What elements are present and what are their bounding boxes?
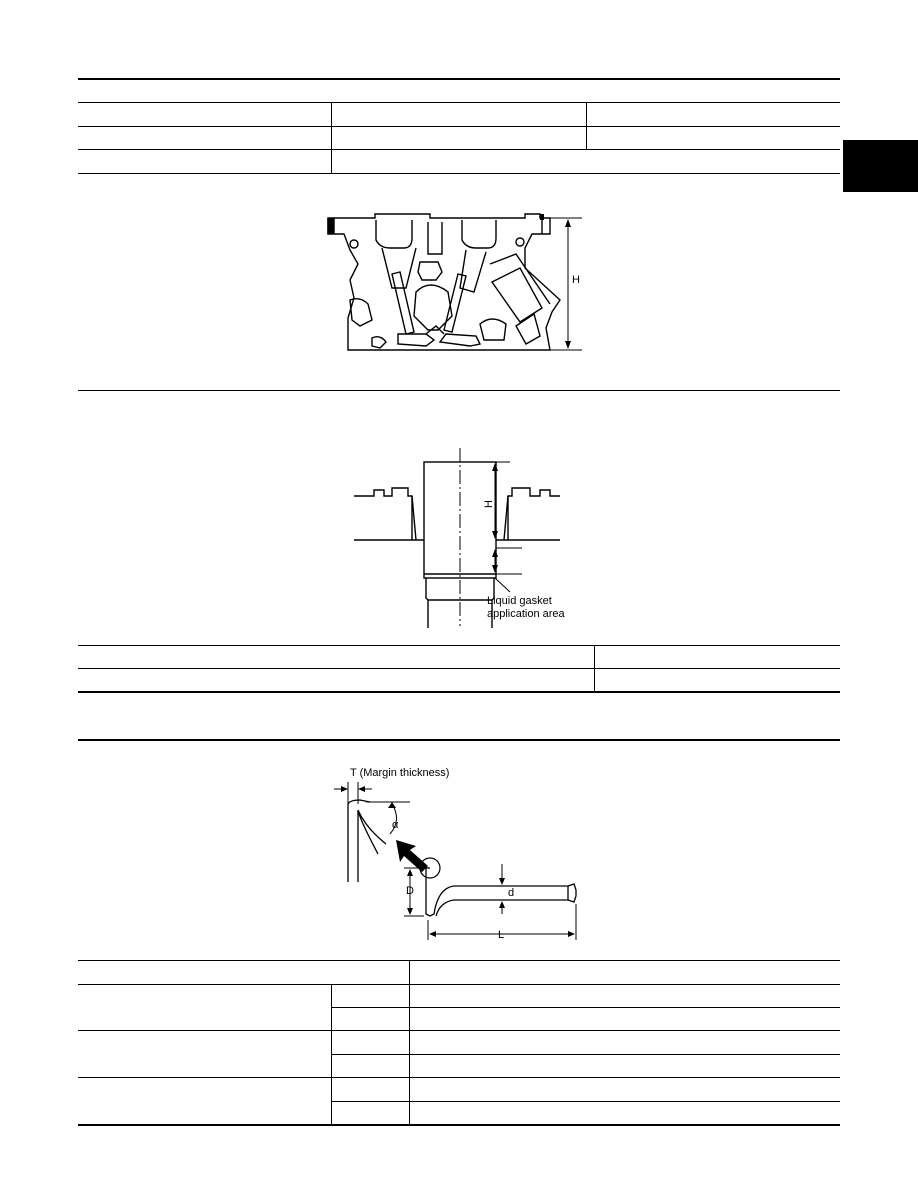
- valve-dimensions-figure: T (Margin thickness) α D: [334, 767, 577, 941]
- section-rule: [78, 739, 840, 741]
- table-rule: [78, 691, 840, 693]
- table-col-divider: [594, 645, 595, 692]
- table-rule: [78, 173, 840, 174]
- table-col-divider: [331, 984, 332, 1125]
- liquid-gasket-note: Liquid gasket application area: [487, 595, 565, 621]
- table-col-divider: [409, 960, 410, 1125]
- section-rule: [78, 390, 840, 391]
- section-index-tab[interactable]: [843, 140, 918, 192]
- table-rule: [78, 102, 840, 103]
- note-line-2: application area: [487, 608, 565, 620]
- D-label: D: [406, 885, 414, 897]
- margin-thickness-label: T (Margin thickness): [350, 767, 449, 779]
- table-rule: [78, 149, 840, 150]
- cylinder-block-section-figure: H: [327, 213, 582, 351]
- table-rule: [78, 78, 840, 80]
- table-rule: [78, 1124, 840, 1126]
- cylinder-liner-figure: H: [354, 448, 560, 628]
- alpha-label: α: [392, 819, 399, 831]
- table-rule: [78, 984, 840, 985]
- fig2-dim-label: H: [483, 500, 495, 508]
- table-rule: [78, 1030, 840, 1031]
- table-rule: [78, 1077, 840, 1078]
- table-rule: [78, 126, 840, 127]
- table-rule: [78, 668, 840, 669]
- note-line-1: Liquid gasket: [487, 595, 552, 607]
- table-rule: [78, 960, 840, 961]
- table-rule: [331, 1054, 840, 1055]
- table-rule: [78, 645, 840, 646]
- table-col-divider: [331, 102, 332, 173]
- table-rule: [331, 1007, 840, 1008]
- fig1-dim-label: H: [572, 274, 580, 286]
- L-label: L: [498, 929, 504, 941]
- d-label: d: [508, 887, 514, 899]
- table-rule: [331, 1101, 840, 1102]
- table-col-divider: [586, 102, 587, 149]
